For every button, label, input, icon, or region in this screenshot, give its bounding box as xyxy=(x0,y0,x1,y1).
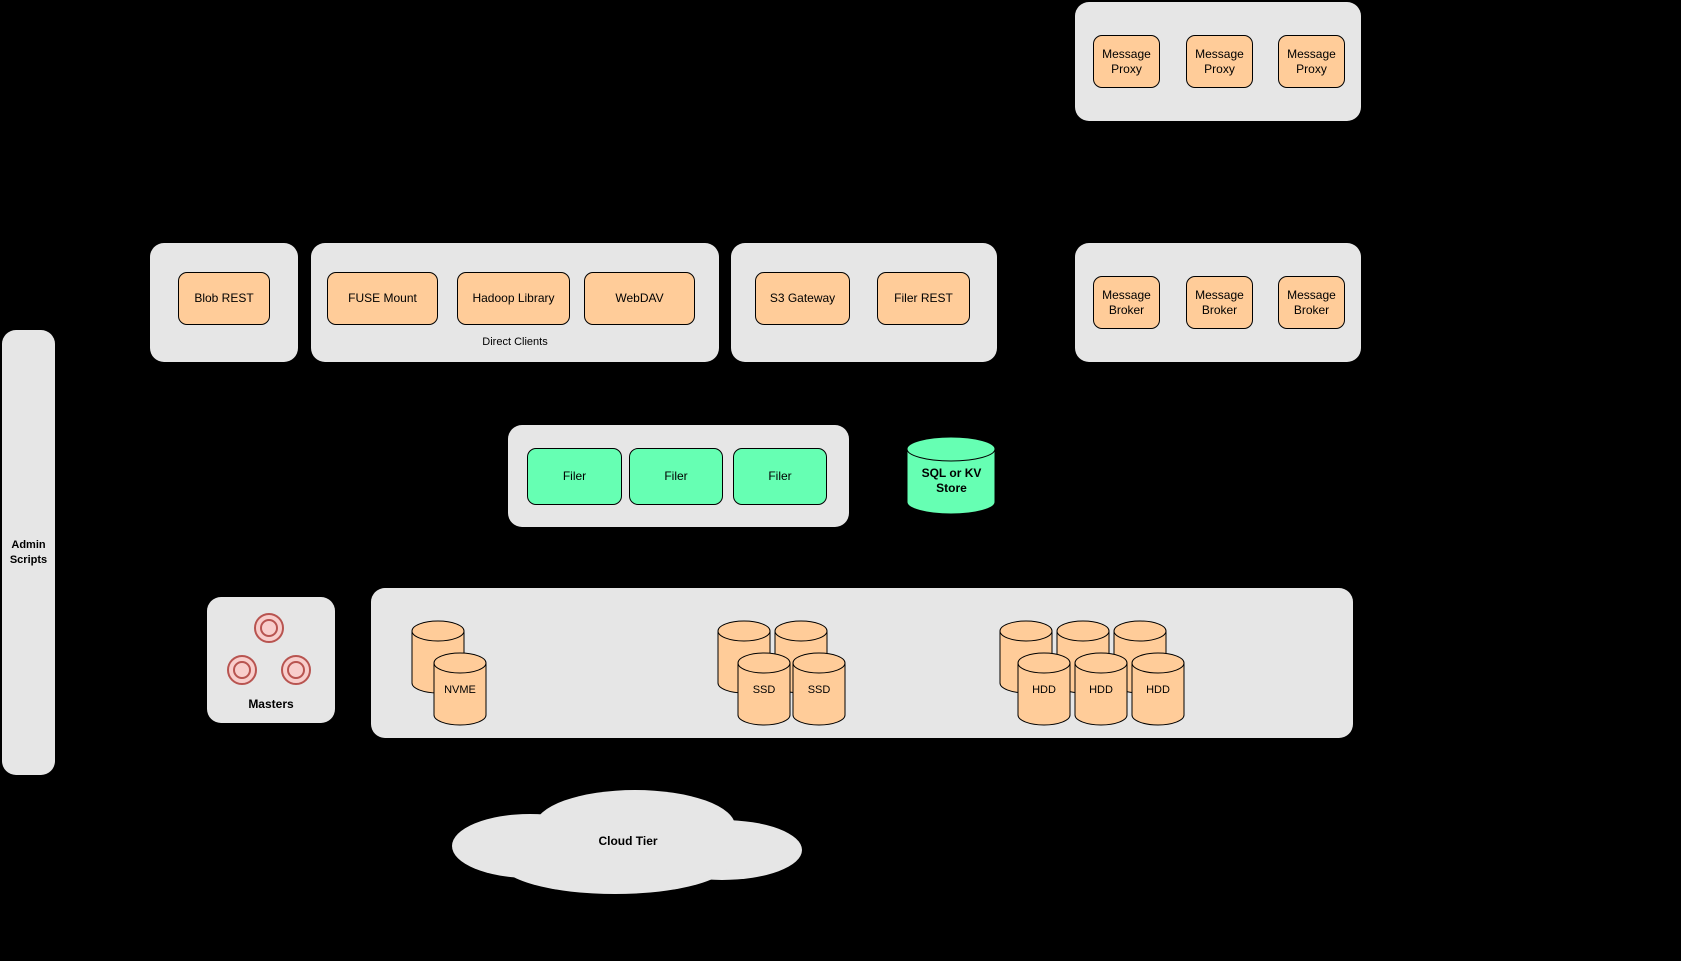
cylinder-shape xyxy=(792,652,846,726)
filer-node: Filer xyxy=(629,448,723,505)
direct-clients-group: FUSE Mount Hadoop Library WebDAV Direct … xyxy=(311,243,719,362)
message-proxy-node: Message Proxy xyxy=(1186,35,1253,88)
cylinder-shape xyxy=(433,652,487,726)
cylinder-shape xyxy=(1017,652,1071,726)
master-icon-inner xyxy=(260,619,278,637)
fuse-mount-node: FUSE Mount xyxy=(327,272,438,325)
filer-rest-node: Filer REST xyxy=(877,272,970,325)
master-icon-inner xyxy=(287,661,305,679)
master-icon xyxy=(227,655,257,685)
cloud-tier-label: Cloud Tier xyxy=(598,834,658,848)
hdd-label: HDD xyxy=(1089,684,1113,696)
cylinder-shape xyxy=(1131,652,1185,726)
sql-kv-store-label: SQL or KV Store xyxy=(921,466,982,495)
cylinder-shape xyxy=(1074,652,1128,726)
message-proxy-group: Message Proxy Message Proxy Message Prox… xyxy=(1075,2,1361,121)
hdd-label: HDD xyxy=(1032,684,1056,696)
gateway-group: S3 Gateway Filer REST xyxy=(731,243,997,362)
cylinder-shape xyxy=(906,436,996,515)
admin-scripts-panel: Admin Scripts xyxy=(2,330,55,775)
blob-rest-group: Blob REST xyxy=(150,243,298,362)
s3-gateway-node: S3 Gateway xyxy=(755,272,850,325)
sql-kv-store-cylinder: SQL or KV Store xyxy=(906,436,997,516)
webdav-node: WebDAV xyxy=(584,272,695,325)
message-broker-node: Message Broker xyxy=(1093,276,1160,329)
cloud-icon xyxy=(452,790,802,894)
direct-clients-caption: Direct Clients xyxy=(482,336,548,348)
volume-servers-group: NVME SSD SSD xyxy=(371,588,1353,738)
hdd-cylinder-front: HDD xyxy=(1131,652,1185,726)
masters-panel: Masters xyxy=(207,597,335,723)
ssd-cylinder-front: SSD xyxy=(737,652,791,726)
blob-rest-node: Blob REST xyxy=(178,272,270,325)
ssd-label: SSD xyxy=(752,684,776,696)
master-icon xyxy=(281,655,311,685)
filer-group: Filer Filer Filer xyxy=(508,425,849,527)
message-broker-node: Message Broker xyxy=(1278,276,1345,329)
nvme-label: NVME xyxy=(444,684,476,696)
ssd-label: SSD xyxy=(807,684,831,696)
filer-node: Filer xyxy=(733,448,827,505)
message-proxy-node: Message Proxy xyxy=(1278,35,1345,88)
admin-scripts-label: Admin Scripts xyxy=(9,538,48,566)
cylinder-shape xyxy=(737,652,791,726)
message-broker-group: Message Broker Message Broker Message Br… xyxy=(1075,243,1361,362)
ssd-cylinder-front: SSD xyxy=(792,652,846,726)
hdd-label: HDD xyxy=(1146,684,1170,696)
cloud-tier-shape: Cloud Tier xyxy=(450,788,806,896)
message-proxy-node: Message Proxy xyxy=(1093,35,1160,88)
hadoop-library-node: Hadoop Library xyxy=(457,272,570,325)
filer-node: Filer xyxy=(527,448,622,505)
hdd-cylinder-front: HDD xyxy=(1074,652,1128,726)
nvme-cylinder-front: NVME xyxy=(433,652,487,726)
hdd-cylinder-front: HDD xyxy=(1017,652,1071,726)
message-broker-node: Message Broker xyxy=(1186,276,1253,329)
master-icon xyxy=(254,613,284,643)
master-icon-inner xyxy=(233,661,251,679)
masters-label: Masters xyxy=(248,697,294,711)
